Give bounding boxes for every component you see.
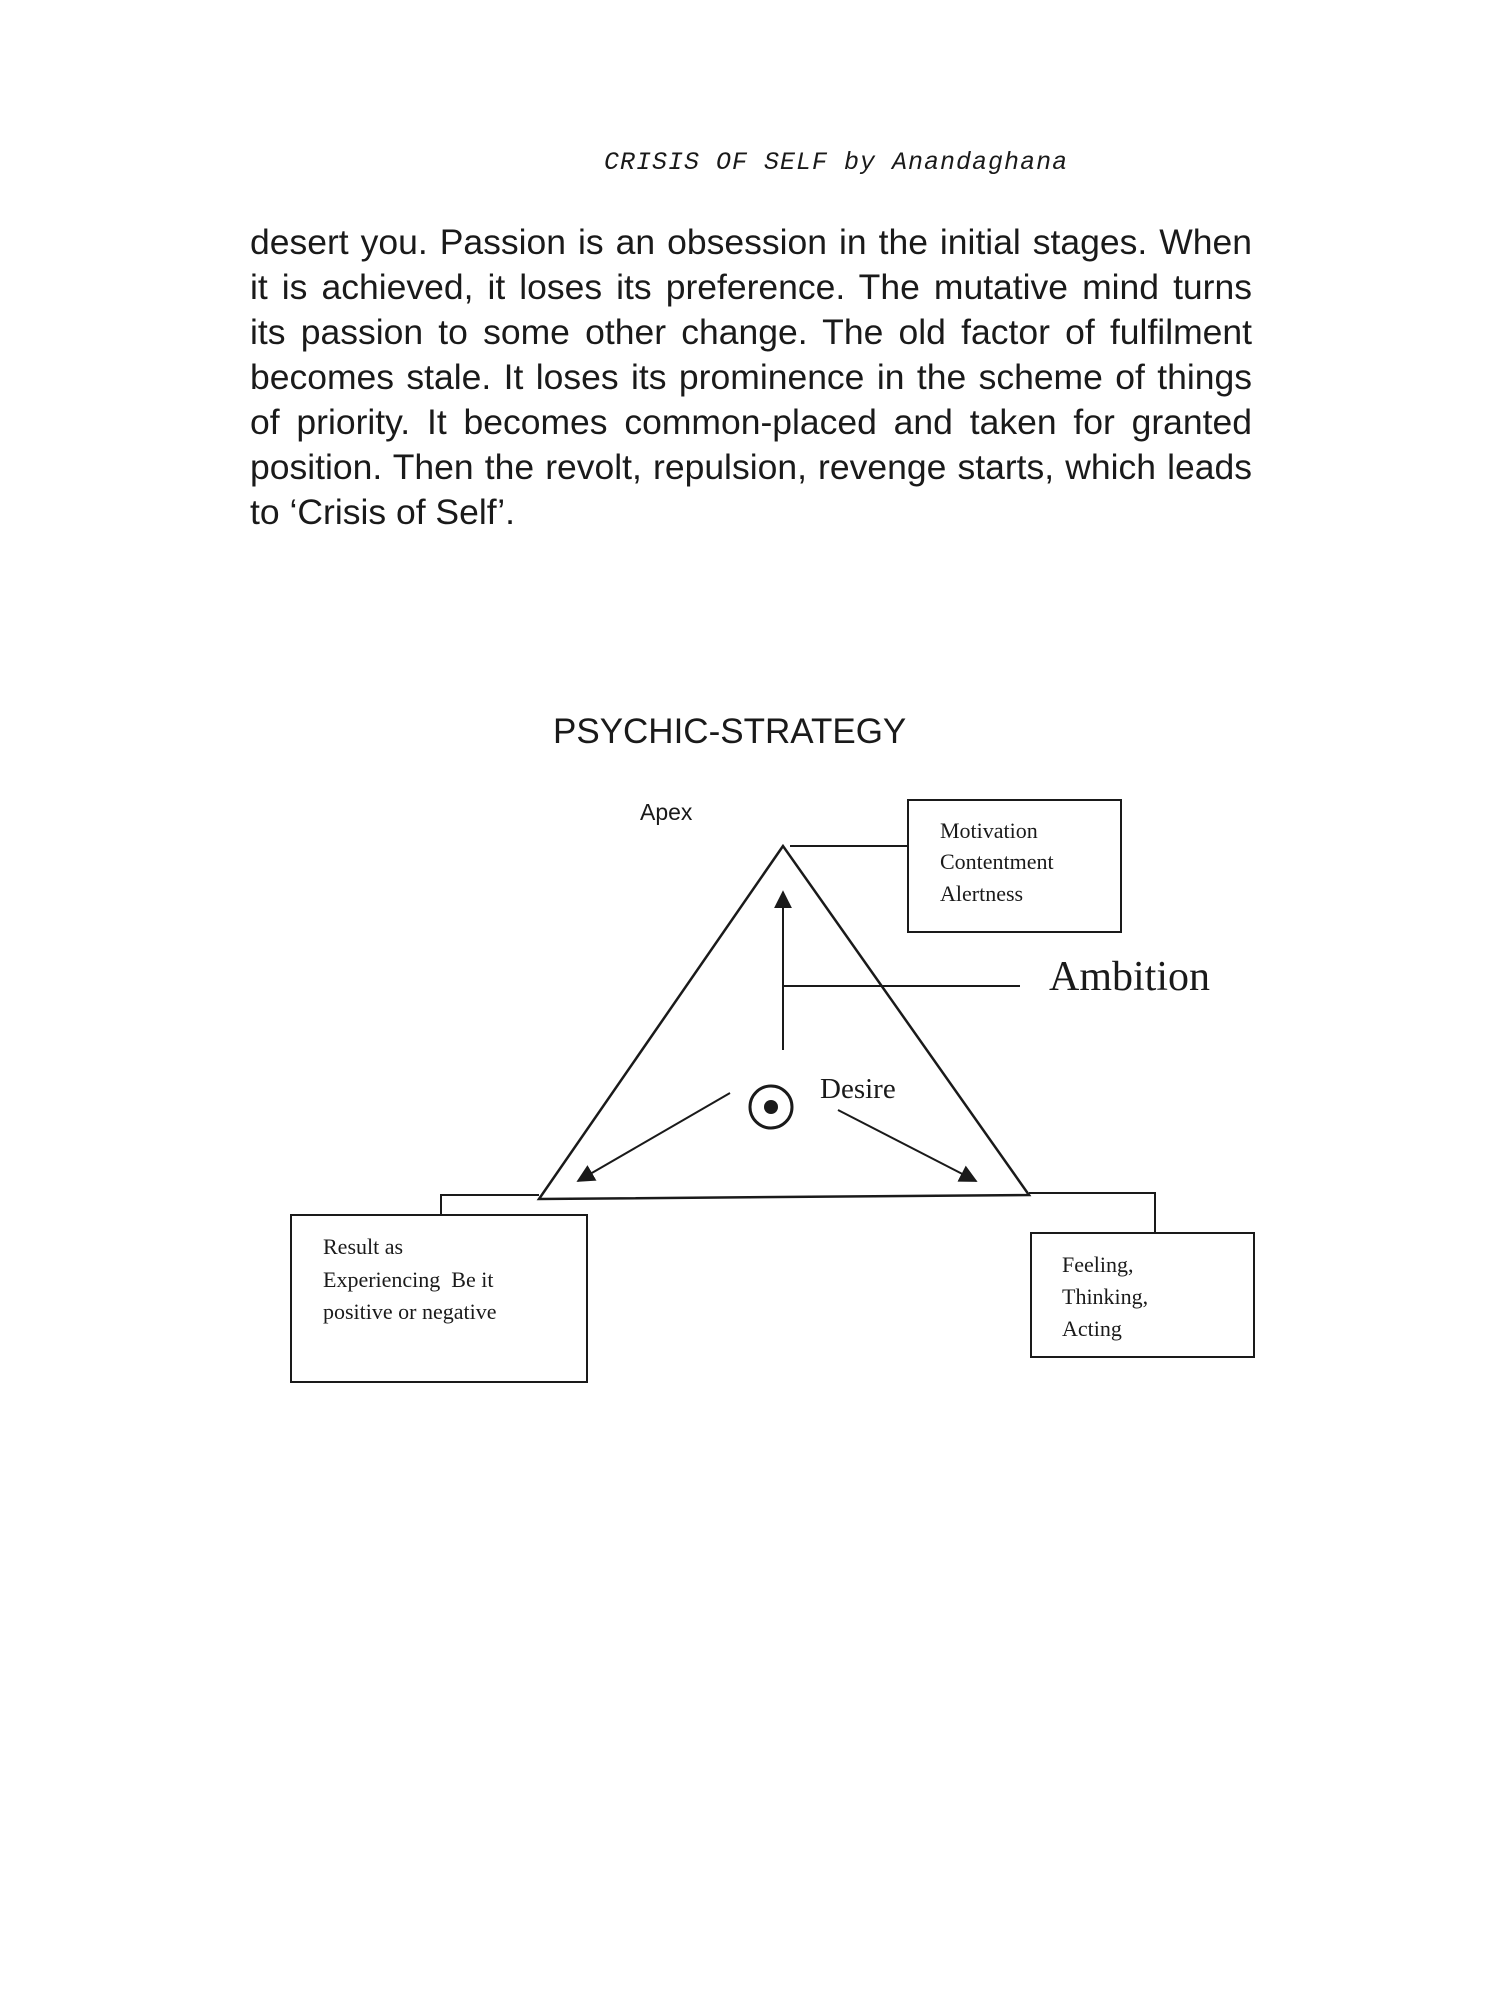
desire-label: Desire <box>820 1073 896 1105</box>
desire-target-dot <box>764 1100 778 1114</box>
right-box-line-1: Feeling, <box>1062 1252 1134 1277</box>
left-box-line-2: Experiencing Be it <box>323 1267 493 1292</box>
right-box <box>1030 1232 1255 1358</box>
left-box <box>290 1214 588 1383</box>
top-box-line-1: Motivation <box>940 818 1038 843</box>
right-box-connector <box>1029 1192 1156 1233</box>
left-box-line-3: positive or negative <box>323 1299 497 1324</box>
apex-label: Apex <box>640 799 693 825</box>
strategy-triangle <box>536 843 1032 1201</box>
left-arrow <box>576 1092 731 1182</box>
right-arrow <box>837 1109 978 1182</box>
left-box-line-1: Result as <box>323 1234 403 1259</box>
top-box <box>907 799 1122 933</box>
left-box-connector <box>440 1194 539 1215</box>
running-header: CRISIS OF SELF by Anandaghana <box>604 148 1069 177</box>
ambition-label: Ambition <box>1049 954 1210 1000</box>
desire-target-icon <box>748 1084 794 1130</box>
top-box-line-2: Contentment <box>940 849 1054 874</box>
right-box-line-2: Thinking, <box>1062 1284 1148 1309</box>
body-paragraph: desert you. Passion is an obsession in t… <box>250 222 1252 532</box>
top-box-line-3: Alertness <box>940 881 1023 906</box>
right-box-line-3: Acting <box>1062 1316 1122 1341</box>
diagram-title: PSYCHIC-STRATEGY <box>553 712 907 751</box>
